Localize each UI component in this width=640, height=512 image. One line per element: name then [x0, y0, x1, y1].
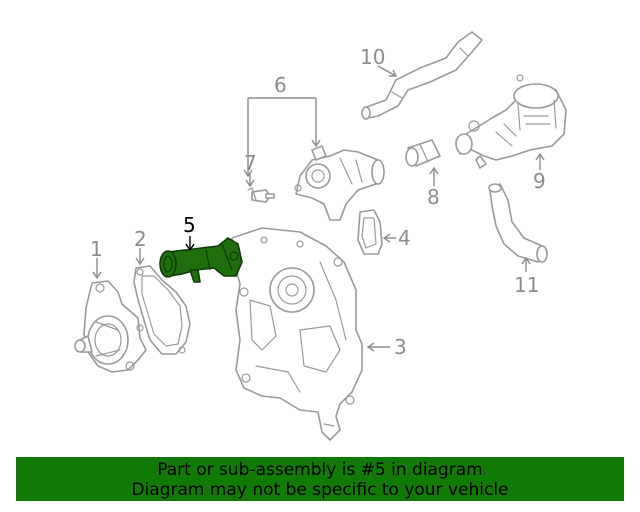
callout-8: 8	[427, 185, 440, 209]
part-5-coolant-pipe	[159, 237, 243, 283]
callout-3: 3	[394, 335, 407, 359]
part-8-hose	[405, 139, 441, 167]
info-banner: Part or sub-assembly is #5 in diagram Di…	[16, 457, 624, 501]
part-3-housing	[231, 227, 363, 441]
callout-5: 5	[183, 213, 196, 237]
banner-line-2: Diagram may not be specific to your vehi…	[131, 480, 509, 500]
leader-6	[247, 97, 317, 176]
part-7-sensor	[247, 187, 275, 203]
parts-diagram: 1 2 3 4	[74, 31, 567, 441]
banner-line-1: Part or sub-assembly is #5 in diagram	[157, 460, 483, 480]
callout-7: 7	[244, 151, 257, 175]
part-4-gasket	[357, 209, 383, 255]
part-11-hose	[488, 183, 548, 263]
part-1-water-pump	[74, 280, 147, 373]
part-10-hose	[361, 31, 483, 120]
leader-10	[377, 65, 397, 77]
callout-4: 4	[398, 226, 411, 250]
callout-11: 11	[514, 273, 539, 297]
callout-6: 6	[274, 73, 287, 97]
part-9-aux-pump	[455, 74, 567, 169]
callout-10: 10	[360, 45, 385, 69]
callout-1: 1	[90, 237, 103, 261]
part-2-gasket	[133, 265, 191, 355]
part-6-thermostat-housing	[294, 145, 385, 221]
callout-9: 9	[533, 169, 546, 193]
callout-2: 2	[134, 227, 147, 251]
